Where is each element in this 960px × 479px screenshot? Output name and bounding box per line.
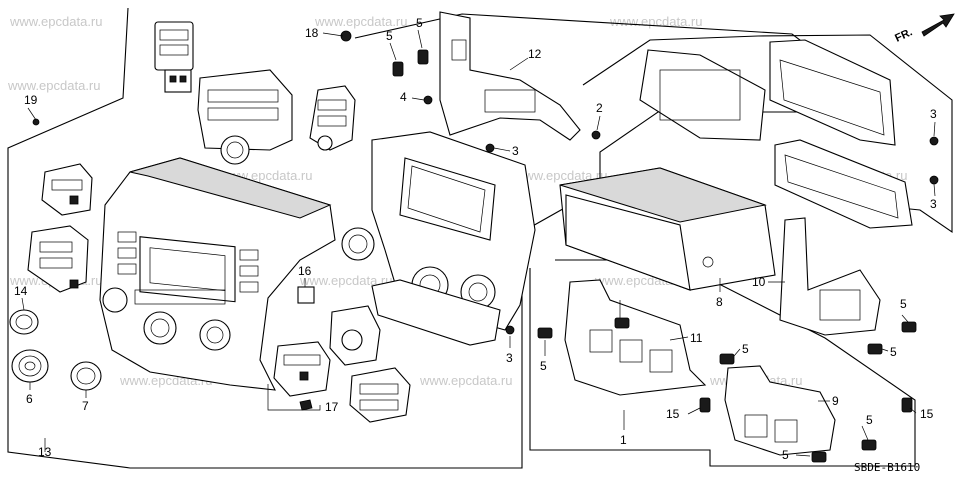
callout-5: 5 — [866, 413, 873, 427]
arrow-icon — [921, 13, 955, 37]
center-panel — [99, 157, 336, 391]
bracket-11 — [564, 279, 707, 396]
watermark: www.epcdata.ru — [299, 273, 393, 288]
callout-3: 3 — [506, 351, 513, 365]
callout-5: 5 — [782, 448, 789, 462]
climate-module-a — [273, 341, 331, 397]
callout-8: 8 — [716, 295, 723, 309]
group-outline-bracket — [582, 34, 953, 234]
rear-bracket-lower — [774, 139, 913, 229]
callout-15: 15 — [666, 407, 680, 421]
left-switch-upper — [41, 163, 93, 216]
watermark: www.epcdata.ru — [514, 168, 608, 183]
callout-3: 3 — [930, 197, 937, 211]
preset-buttons — [117, 231, 259, 293]
callout-4: 4 — [400, 90, 407, 104]
watermark: www.epcdata.ru — [7, 78, 101, 93]
callout-9: 9 — [832, 394, 839, 408]
callout-6: 6 — [26, 392, 33, 406]
callout-11: 11 — [690, 331, 703, 345]
callout-1: 1 — [620, 433, 627, 447]
callout-18: 18 — [305, 26, 319, 40]
knob-14 — [9, 309, 39, 335]
callout-5: 5 — [890, 345, 897, 359]
control-panel-small — [197, 69, 293, 165]
callout-5: 5 — [742, 342, 749, 356]
leader-lines — [21, 29, 936, 457]
callout-19: 19 — [24, 93, 38, 107]
watermark: www.epcdata.ru — [314, 14, 408, 29]
callout-14: 14 — [14, 284, 28, 298]
watermark: www.epcdata.ru — [419, 373, 513, 388]
bracket-16 — [297, 286, 315, 304]
climate-module-b — [329, 305, 381, 366]
callout-3: 3 — [930, 107, 937, 121]
callout-10: 10 — [752, 275, 766, 289]
callout-16: 16 — [298, 264, 312, 278]
direction-label: FR. — [893, 26, 914, 44]
left-switch-lower — [27, 225, 89, 293]
callouts: 19 18 5 5 4 12 3 2 3 3 16 14 6 7 17 13 3… — [14, 16, 937, 462]
callout-5: 5 — [540, 359, 547, 373]
watermark: www.epcdata.ru — [609, 14, 703, 29]
bracket-9 — [724, 365, 836, 456]
switch-module-right — [309, 85, 356, 151]
circuit-board — [341, 131, 536, 346]
clip-17 — [299, 399, 313, 411]
group-outline-1 — [529, 259, 916, 467]
callout-17: 17 — [325, 400, 339, 414]
rear-bracket-right — [769, 39, 896, 146]
climate-module-c — [349, 367, 411, 423]
drawing-code: SBDE-B1610 — [854, 461, 920, 474]
rear-bracket-upper — [639, 49, 766, 141]
bracket-10 — [779, 217, 881, 336]
callout-5: 5 — [900, 297, 907, 311]
callout-15: 15 — [920, 407, 934, 421]
callout-12: 12 — [528, 47, 542, 61]
callout-13: 13 — [38, 445, 52, 459]
knob-7 — [70, 361, 102, 391]
switch-module-top — [154, 21, 194, 93]
watermark: www.epcdata.ru — [9, 14, 103, 29]
front-direction-arrow: FR. — [893, 13, 955, 45]
callout-7: 7 — [82, 399, 89, 413]
knob-6 — [11, 349, 49, 383]
bracket-12 — [439, 11, 581, 141]
callout-2: 2 — [596, 101, 603, 115]
callout-5: 5 — [416, 16, 423, 30]
callout-5: 5 — [386, 29, 393, 43]
screws — [32, 30, 939, 463]
callout-3: 3 — [512, 144, 519, 158]
